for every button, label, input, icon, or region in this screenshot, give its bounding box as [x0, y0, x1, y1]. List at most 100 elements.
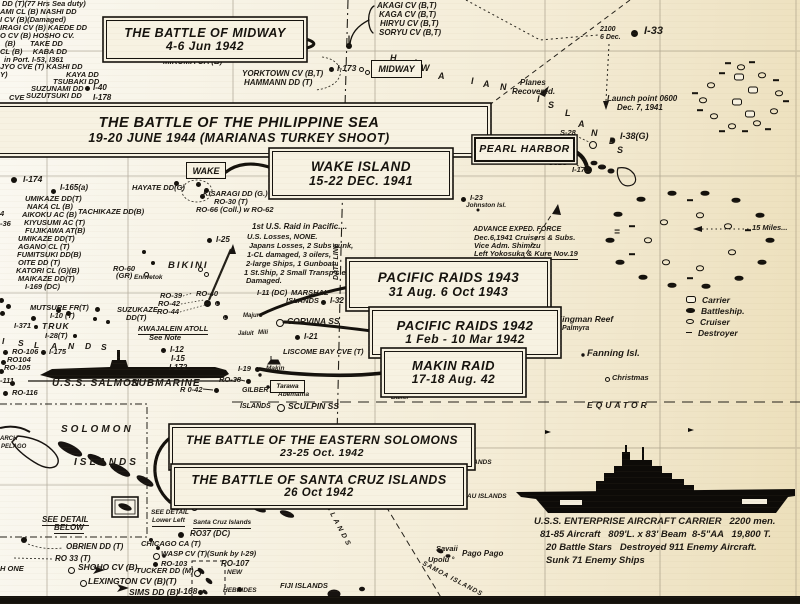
map-label: I-169 (DC)	[25, 282, 61, 291]
map-label: Santa Cruz Islands	[193, 519, 252, 529]
map-label: Eniwetok	[134, 274, 163, 281]
map-label: I-11 (DC)	[257, 288, 288, 297]
map-label: I-15	[171, 354, 185, 363]
map-label: Pago Pago	[462, 549, 504, 558]
ship-position-dot	[34, 325, 38, 329]
map-label: SEE DETAIL	[151, 509, 189, 516]
map-label: LISCOME BAY CVE (T)	[283, 347, 364, 356]
map-label: KATORI CL (G)(B)	[16, 266, 80, 275]
hawaii-island	[616, 167, 637, 187]
position-circle	[277, 404, 285, 412]
position-circle	[203, 271, 209, 277]
map-label: I	[537, 94, 540, 104]
ship-position-dot	[93, 317, 97, 321]
map-label: I-175	[49, 347, 67, 356]
map-label: HAYATE DD(G)	[132, 183, 185, 192]
ship-position-dot	[40, 349, 46, 355]
ship-position-dot	[55, 307, 61, 313]
ship-position-dot	[245, 378, 251, 384]
battle-title: PEARL HARBOR	[479, 142, 570, 155]
map-label: EQUATOR	[587, 400, 650, 410]
place-box-tarawa: Tarawa	[270, 380, 305, 393]
position-circle	[193, 569, 201, 577]
ship-position-dot	[346, 43, 352, 49]
ship-position-dot	[236, 586, 242, 592]
map-label: Jaluit	[238, 331, 254, 337]
legend-item-cruiser: Cruiser	[686, 316, 744, 327]
map-label: Fanning Isl.	[587, 348, 640, 359]
ship-position-dot	[584, 166, 592, 174]
map-label: KISARAGI DD (G.)	[203, 189, 268, 198]
cruiser-symbol	[710, 113, 718, 119]
ship-position-dot	[320, 299, 326, 305]
map-label: I	[2, 336, 5, 346]
map-label: DD (T)(77 Hrs Sea duty)	[2, 0, 86, 8]
map-label: A	[438, 71, 445, 81]
ship-position-dot	[9, 380, 15, 386]
map-label: RO-38	[219, 375, 242, 384]
ship-position-dot	[609, 137, 615, 143]
battleship-symbol	[636, 196, 646, 202]
map-label: TUCKER DD (M)	[136, 566, 194, 575]
cruiser-symbol	[696, 265, 704, 271]
map-label: KAYA DD	[66, 70, 99, 79]
map-label: RO-60	[113, 264, 136, 273]
map-label: N	[68, 341, 75, 351]
map-label: WASP CV (T)(Sunk by I-29)	[161, 549, 257, 558]
position-circle	[79, 579, 87, 587]
carrier-symbol	[748, 86, 758, 94]
map-label: SIMS DD (B)	[129, 587, 179, 597]
map-label: HIRYU CV (B,T)	[380, 19, 439, 28]
destroyer-symbol	[773, 79, 779, 81]
map-label: Kingman Reef	[556, 314, 614, 324]
map-label: GILBERT	[242, 387, 273, 394]
ship-position-dot	[0, 310, 5, 316]
ship-position-dot	[199, 193, 205, 199]
map-label: Majuro	[243, 313, 263, 319]
map-label: S-28	[560, 128, 576, 137]
ship-position-dot	[178, 532, 184, 538]
map-label: I-371	[14, 321, 32, 330]
destroyer-symbol	[749, 61, 755, 63]
map-label: Savaii	[436, 544, 458, 553]
cruiser-symbol	[728, 249, 736, 255]
map-label: I-19	[238, 364, 251, 373]
submarine-silhouette	[28, 350, 236, 382]
map-label: Johnston Isl.	[466, 202, 507, 209]
ship-position-dot	[197, 589, 203, 595]
ship-position-dot	[106, 320, 110, 324]
map-label: N	[591, 128, 598, 138]
battle-title: THE BATTLE OF MIDWAY	[124, 25, 286, 40]
map-label: A	[578, 119, 585, 129]
map-label: NAKA CL (B)	[27, 202, 73, 211]
battle-date: 1 Feb - 10 Mar 1942	[405, 332, 525, 347]
battleship-symbol	[667, 282, 677, 288]
cruiser-symbol	[699, 97, 707, 103]
map-label: SHOHO CV (B)	[78, 562, 138, 572]
map-label: 1 St.Ship, 2 Small Transp's etc	[244, 268, 353, 277]
map-label: Abemama	[278, 391, 310, 398]
map-label: I	[471, 76, 474, 86]
map-label: AMI CL (B) NASHI DD	[0, 7, 77, 16]
map-label: RO-107	[221, 559, 250, 568]
battle-date: 19-20 JUNE 1944 (MARIANAS TURKEY SHOOT)	[88, 131, 390, 146]
position-circle	[197, 266, 203, 272]
position-circle	[67, 566, 75, 574]
map-label: 1-CL damaged, 3 oilers,	[247, 250, 332, 259]
destroyer-symbol	[687, 277, 693, 279]
map-label: ISLANDS	[286, 296, 319, 305]
battleship-symbol-icon	[686, 308, 695, 313]
position-circle	[364, 69, 370, 75]
map-label: Japans Losses, 2 Subs sunk,	[249, 241, 354, 250]
cruiser-symbol	[753, 120, 761, 126]
ship-position-dot	[206, 237, 212, 243]
ship-position-dot	[254, 366, 260, 372]
map-label: I-10 (T)	[50, 311, 75, 320]
map-label: =	[614, 227, 620, 238]
battle-title: MAKIN RAID	[412, 357, 495, 373]
map-label: Lower Left	[152, 517, 185, 527]
